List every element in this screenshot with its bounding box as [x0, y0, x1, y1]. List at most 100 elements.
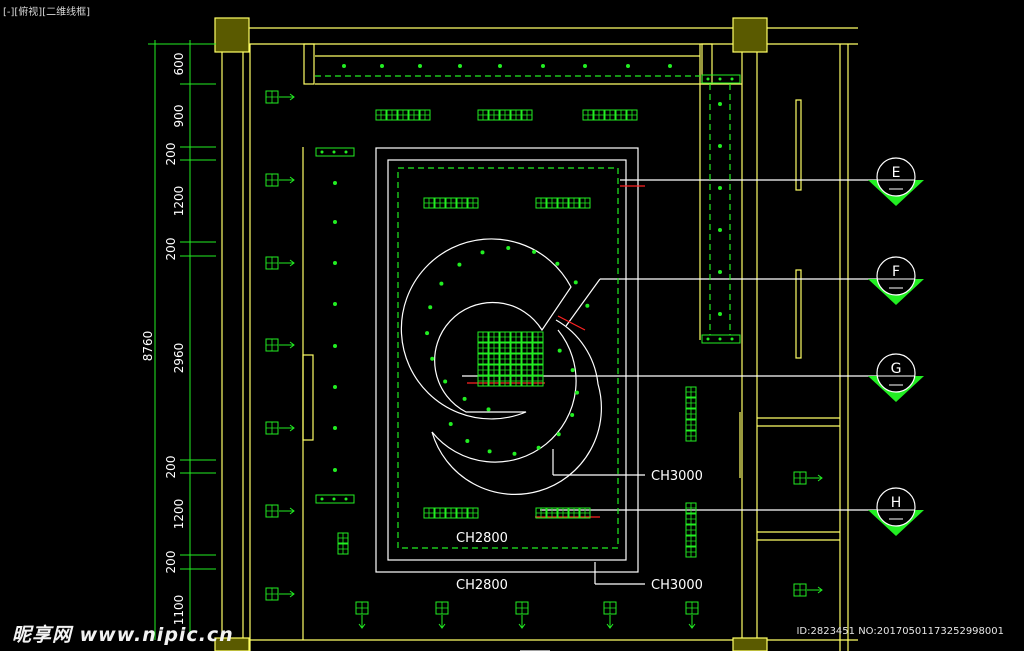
- vent-cross: [516, 602, 528, 614]
- section-label-g: G: [891, 361, 902, 377]
- downlight-icon: [570, 368, 575, 373]
- strip-light: [315, 494, 355, 504]
- outer-ch-label: CH2800: [456, 578, 508, 593]
- downlight-icon: [506, 246, 511, 251]
- grille-cross: [500, 110, 510, 120]
- grille-cross: [686, 409, 696, 419]
- grille-cross: [376, 110, 386, 120]
- grille-cross: [594, 110, 604, 120]
- grille-cross: [457, 508, 467, 518]
- downlight-icon: [425, 331, 430, 336]
- grille-cross: [420, 110, 430, 120]
- downlight-icon: [626, 64, 630, 68]
- strip-dot: [706, 337, 710, 341]
- strip-dot: [344, 150, 348, 154]
- downlight-icon: [570, 412, 575, 417]
- overall-dimension: 8760: [141, 331, 155, 362]
- strip-light: [701, 334, 741, 344]
- viewport-label[interactable]: [-][俯视][二维线框]: [3, 7, 91, 18]
- grille-cross: [478, 110, 488, 120]
- vent-cross: [794, 472, 806, 484]
- downlight-icon: [536, 445, 541, 450]
- arrow-right-icon: [279, 93, 295, 101]
- downlight-icon: [718, 228, 722, 232]
- grille-cross: [522, 343, 532, 353]
- downlight-icon: [583, 64, 587, 68]
- grille-cross: [500, 343, 510, 353]
- downlight-icon: [556, 432, 561, 437]
- dim-200-b: 200: [164, 238, 178, 261]
- downlight-icon: [574, 390, 579, 395]
- grille-cross: [536, 508, 546, 518]
- grille-cross: [435, 198, 445, 208]
- downlight-icon: [333, 261, 337, 265]
- arrow-down-icon: [358, 615, 366, 629]
- downlight-icon: [439, 281, 444, 286]
- grille-cross: [446, 198, 456, 208]
- grille-cross: [478, 365, 488, 375]
- grille-cross: [686, 536, 696, 546]
- vent-cross: [266, 505, 278, 517]
- inner-ch-label: CH2800: [456, 531, 508, 546]
- grille-cross: [424, 198, 434, 208]
- grille-cross: [500, 332, 510, 342]
- vent-cross: [604, 602, 616, 614]
- grille-cross: [468, 198, 478, 208]
- section-marker-e[interactable]: E: [868, 157, 924, 206]
- section-marker-f[interactable]: F: [868, 256, 924, 305]
- grille-cross: [533, 376, 543, 386]
- grille-cross: [533, 354, 543, 364]
- downlight-icon: [585, 303, 590, 308]
- grille-cross: [686, 514, 696, 524]
- strip-dot: [718, 77, 722, 81]
- grille-cross: [338, 533, 348, 543]
- arrow-down-icon: [438, 615, 446, 629]
- arrow-right-icon: [279, 507, 295, 515]
- grille-cross: [489, 110, 499, 120]
- arrow-down-icon: [688, 615, 696, 629]
- grille-cross: [489, 365, 499, 375]
- grille-cross: [478, 354, 488, 364]
- arrow-down-icon: [518, 615, 526, 629]
- vent-cross: [686, 602, 698, 614]
- arrow-down-icon: [606, 615, 614, 629]
- ceiling-frames: [375, 147, 895, 651]
- dim-1200-b: 1200: [172, 499, 186, 530]
- grille-cross: [489, 343, 499, 353]
- grille-cross: [511, 343, 521, 353]
- downlight-icon: [333, 302, 337, 306]
- section-marker-h[interactable]: H: [868, 487, 924, 536]
- grille-cross: [533, 332, 543, 342]
- downlight-icon: [333, 468, 337, 472]
- vent-cross: [266, 174, 278, 186]
- arrow-right-icon: [279, 341, 295, 349]
- strip-dot: [730, 337, 734, 341]
- downlight-icon: [457, 262, 462, 267]
- curve-ch-label: CH3000: [651, 469, 703, 484]
- grille-cross: [398, 110, 408, 120]
- strip-dot: [332, 497, 336, 501]
- grille-cross: [511, 110, 521, 120]
- vent-cross: [266, 339, 278, 351]
- grille-cross: [522, 110, 532, 120]
- downlight-icon: [718, 102, 722, 106]
- vent-cross: [266, 588, 278, 600]
- grille-cross: [522, 365, 532, 375]
- grille-cross: [489, 332, 499, 342]
- grille-cross: [511, 354, 521, 364]
- downlight-icon: [480, 250, 485, 255]
- section-label-f: F: [892, 264, 900, 280]
- grille-cross: [522, 376, 532, 386]
- arrow-right-icon: [807, 586, 823, 594]
- wall-lines: [221, 27, 858, 651]
- downlight-icon: [668, 64, 672, 68]
- arrow-right-icon: [279, 590, 295, 598]
- downlight-icon: [718, 186, 722, 190]
- grille-cross: [338, 544, 348, 554]
- downlight-icon: [498, 64, 502, 68]
- vent-cross: [266, 422, 278, 434]
- section-marker-g[interactable]: G: [868, 353, 924, 402]
- grille-cross: [511, 376, 521, 386]
- grille-cross: [569, 508, 579, 518]
